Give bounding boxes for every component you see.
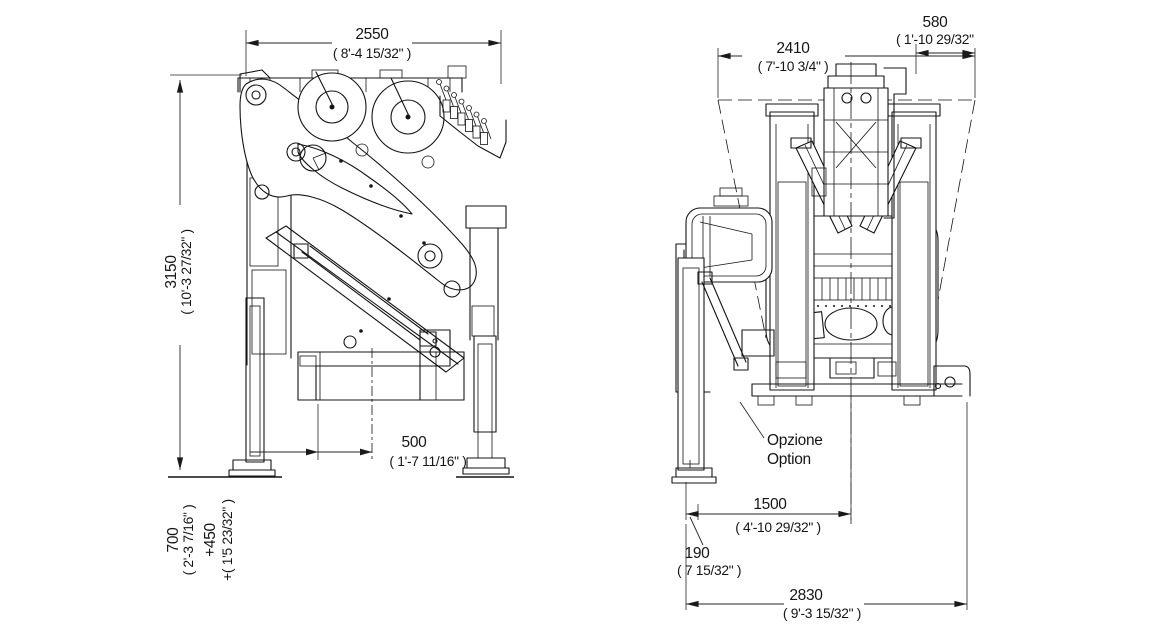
dim-2410-mm: 2410 <box>776 40 810 57</box>
dim-2410-imp: ( 7'-10 3/4" ) <box>758 59 829 74</box>
option-leader-line <box>739 401 765 439</box>
option-label-english: Option <box>767 451 811 468</box>
side-view <box>168 65 514 478</box>
dim-580-mm: 580 <box>923 14 949 31</box>
option-label-italian: Opzione <box>767 432 823 449</box>
stabilizer-right <box>462 335 510 475</box>
dim-500-mm: 500 <box>402 434 428 451</box>
dim-700-imp: ( 2'-3 7/16" ) <box>181 505 196 576</box>
dim-1500-imp: ( 4'-10 29/32" ) <box>735 520 821 535</box>
dim-3150-imp: ( 10'-3 27/32" ) <box>179 229 194 315</box>
crane-column <box>811 63 907 219</box>
dim-190-imp: ( 7 15/32" ) <box>677 563 741 578</box>
rear-view <box>671 62 976 524</box>
dim-700-plus-mm: +450 <box>202 522 219 556</box>
dim-700-group: 700 ( 2'-3 7/16" ) +450 +( 1'5 23/32" ) <box>165 499 235 581</box>
dim-580-imp: ( 1'-10 29/32" <box>896 32 974 47</box>
stabilizer-left <box>228 297 276 477</box>
dim-3150-mm: 3150 <box>163 255 180 289</box>
cab <box>675 187 773 393</box>
dimension-lines <box>170 30 976 610</box>
dim-700-plus-imp: +( 1'5 23/32" ) <box>220 499 235 581</box>
dim-2830-imp: ( 9'-3 15/32" ) <box>783 606 861 621</box>
valve-bank <box>436 79 507 159</box>
dim-700-mm: 700 <box>165 527 182 553</box>
stabilizer-rear <box>671 257 749 484</box>
dim-2550-imp: ( 8'-4 15/32" ) <box>333 46 411 61</box>
dim-2830-mm: 2830 <box>789 587 823 604</box>
dim-2550-mm: 2550 <box>355 26 389 43</box>
dim-1500-mm: 1500 <box>753 496 787 513</box>
dim-190-mm: 190 <box>685 545 711 562</box>
dim-3150-group: 3150 ( 10'-3 27/32" ) <box>163 229 194 315</box>
dim-500-imp: ( 1'-7 11/16" ) <box>389 454 466 469</box>
winch-drums <box>297 71 445 169</box>
dimension-labels: 2550 ( 8'-4 15/32" ) 3150 ( 10'-3 27/32"… <box>163 14 974 621</box>
